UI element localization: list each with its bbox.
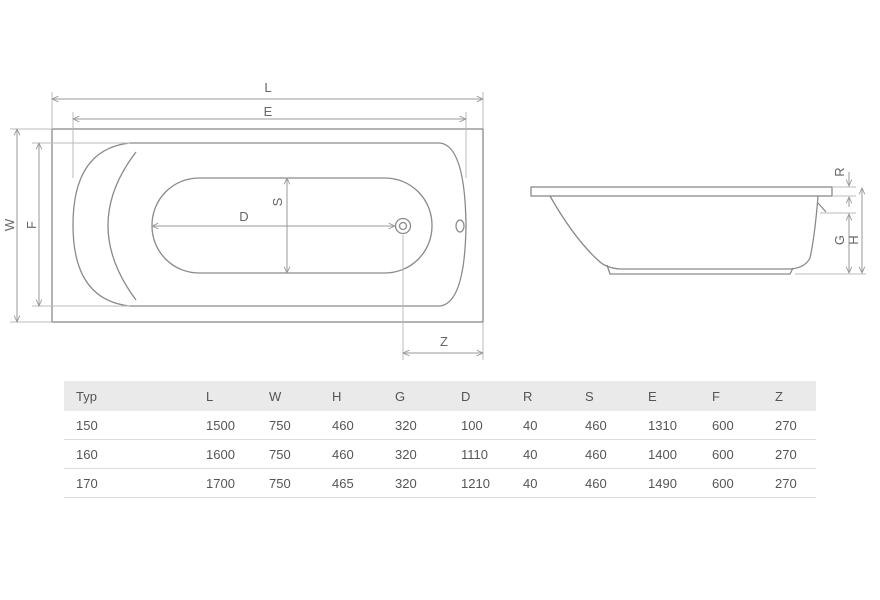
label-H: H (846, 235, 861, 244)
cell-R: 40 (511, 468, 573, 498)
label-G: G (832, 235, 847, 245)
cell-F: 600 (700, 439, 763, 469)
cell-H: 460 (320, 439, 383, 469)
cell-E: 1400 (636, 439, 700, 469)
cell-L: 1700 (194, 468, 257, 498)
cell-F: 600 (700, 411, 763, 440)
cell-Z: 270 (763, 411, 816, 440)
cell-typ: 150 (64, 411, 194, 440)
side-view (530, 186, 833, 275)
col-header-L: L (194, 381, 257, 411)
table-row: 170 1700 750 465 320 1210 40 460 1490 60… (64, 468, 816, 498)
col-header-S: S (573, 381, 636, 411)
label-D: D (239, 209, 248, 224)
cell-W: 750 (257, 411, 320, 440)
col-header-E: E (636, 381, 700, 411)
col-header-H: H (320, 381, 383, 411)
cell-D: 100 (449, 411, 511, 440)
side-rim (530, 186, 833, 197)
cell-W: 750 (257, 468, 320, 498)
col-header-Z: Z (763, 381, 816, 411)
overflow-hole (455, 219, 465, 233)
cell-G: 320 (383, 439, 449, 469)
label-W: W (2, 218, 17, 231)
col-header-R: R (511, 381, 573, 411)
cell-G: 320 (383, 411, 449, 440)
col-header-F: F (700, 381, 763, 411)
cell-H: 465 (320, 468, 383, 498)
label-E: E (264, 104, 273, 119)
cell-typ: 160 (64, 439, 194, 469)
cell-F: 600 (700, 468, 763, 498)
cell-R: 40 (511, 439, 573, 469)
cell-E: 1310 (636, 411, 700, 440)
cell-E: 1490 (636, 468, 700, 498)
table-row: 160 1600 750 460 320 1110 40 460 1400 60… (64, 439, 816, 469)
cell-D: 1110 (449, 439, 511, 469)
drain-inner (398, 221, 408, 231)
cell-L: 1600 (194, 439, 257, 469)
label-R: R (832, 167, 847, 176)
col-header-D: D (449, 381, 511, 411)
cell-D: 1210 (449, 468, 511, 498)
cell-S: 460 (573, 468, 636, 498)
label-F: F (24, 221, 39, 229)
cell-Z: 270 (763, 439, 816, 469)
cell-R: 40 (511, 411, 573, 440)
col-header-G: G (383, 381, 449, 411)
side-extension-lines (795, 186, 866, 275)
side-support (817, 202, 827, 213)
backrest-curve (107, 151, 137, 301)
table-row: 150 1500 750 460 320 100 40 460 1310 600… (64, 411, 816, 440)
cell-W: 750 (257, 439, 320, 469)
side-dimension-lines (849, 172, 862, 273)
dimension-lines (17, 99, 483, 353)
label-S: S (270, 197, 285, 206)
side-base (606, 264, 794, 275)
cell-H: 460 (320, 411, 383, 440)
side-body (549, 195, 819, 270)
cell-G: 320 (383, 468, 449, 498)
dimensions-table: Typ L W H G D R S E F Z 150 1500 750 460… (64, 381, 816, 498)
cell-typ: 170 (64, 468, 194, 498)
label-L: L (264, 80, 271, 95)
cell-S: 460 (573, 411, 636, 440)
cell-L: 1500 (194, 411, 257, 440)
table-header-row: Typ L W H G D R S E F Z (64, 381, 816, 411)
cell-Z: 270 (763, 468, 816, 498)
col-header-W: W (257, 381, 320, 411)
col-header-typ: Typ (64, 381, 194, 411)
label-Z: Z (440, 334, 448, 349)
cell-S: 460 (573, 439, 636, 469)
